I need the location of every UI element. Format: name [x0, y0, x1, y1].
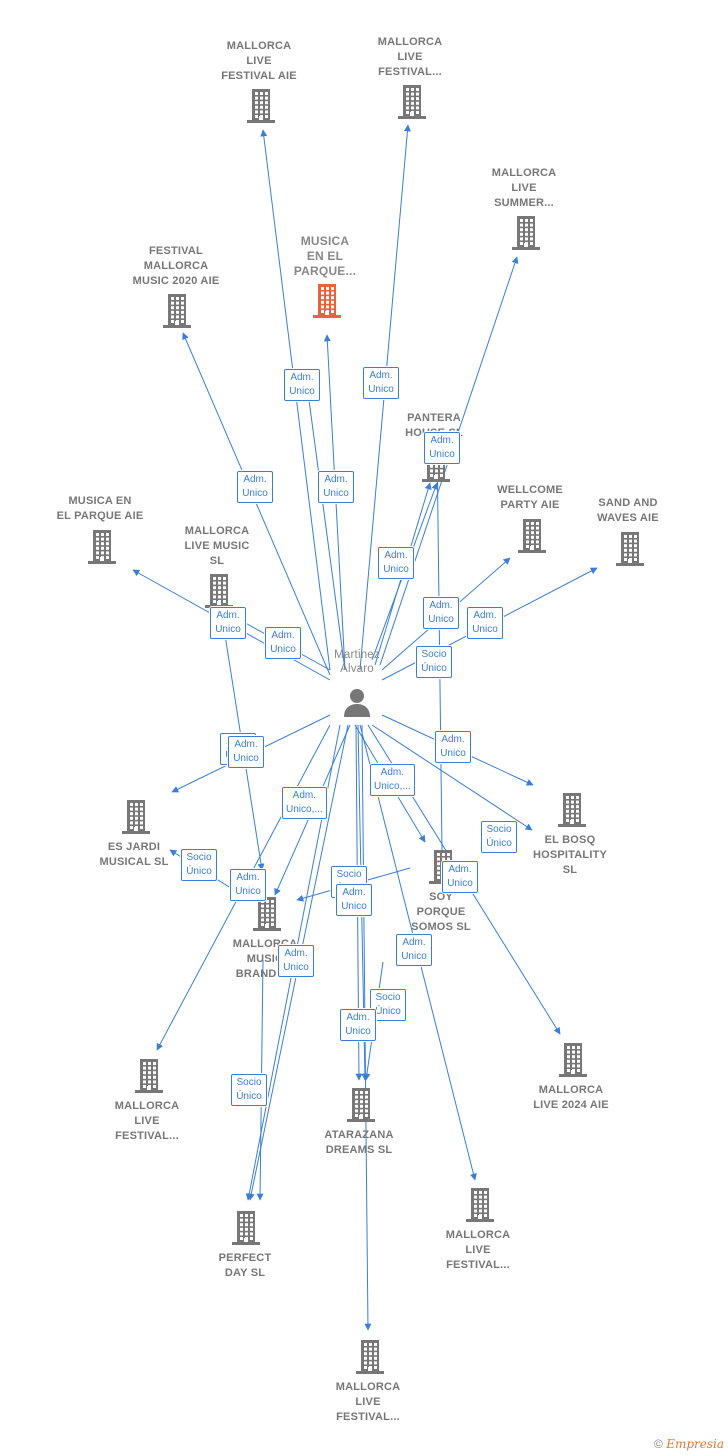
company-label[interactable]: MALLORCA LIVE FESTIVAL... — [377, 36, 443, 78]
company-label[interactable]: MALLORCA LIVE 2024 AIE — [533, 1084, 609, 1111]
edge-role-label: Socio Único — [481, 821, 517, 853]
edge-role-label: Adm. Unico — [237, 471, 273, 503]
company-label[interactable]: SOY PORQUE SOMOS SL — [411, 891, 471, 933]
company-label[interactable]: MALLORCA LIVE MUSIC SL — [184, 525, 250, 567]
building-icon[interactable] — [120, 799, 152, 840]
person-icon[interactable] — [341, 686, 373, 723]
edge-role-label: Adm. Unico — [378, 547, 414, 579]
company-label[interactable]: SAND AND WAVES AIE — [597, 497, 659, 524]
company-label[interactable]: FESTIVAL MALLORCA MUSIC 2020 AIE — [132, 245, 220, 287]
company-label[interactable]: MALLORCA LIVE SUMMER... — [491, 167, 557, 209]
building-icon[interactable] — [230, 1210, 262, 1251]
relationship-edge — [302, 369, 346, 671]
edge-role-label: Socio Único — [416, 646, 452, 678]
edge-role-label: Adm. Unico — [230, 869, 266, 901]
company-label[interactable]: EL BOSQ HOSPITALITY SL — [532, 834, 608, 876]
company-label[interactable]: MALLORCA LIVE FESTIVAL... — [335, 1381, 401, 1423]
edge-role-label: Adm. Unico — [210, 607, 246, 639]
copyright-symbol: © — [654, 1437, 663, 1451]
edge-role-label: Socio Único — [370, 989, 406, 1021]
company-label[interactable]: PERFECT DAY SL — [218, 1252, 272, 1279]
edge-role-label: Adm. Unico — [396, 934, 432, 966]
edge-role-label: Adm. Unico — [318, 471, 354, 503]
building-icon[interactable] — [614, 531, 646, 572]
company-label[interactable]: MALLORCA LIVE FESTIVAL... — [445, 1229, 511, 1271]
edge-role-label: Adm. Unico — [284, 369, 320, 401]
relationship-edge — [371, 724, 533, 831]
relationship-edge — [433, 439, 443, 851]
building-icon[interactable] — [86, 529, 118, 570]
company-label[interactable]: ATARAZANA DREAMS SL — [324, 1129, 394, 1156]
edge-role-label: Adm. Unico,... — [370, 764, 415, 796]
company-label[interactable]: MUSICA EN EL PARQUE... — [293, 234, 357, 278]
company-label[interactable]: WELLCOME PARTY AIE — [497, 484, 563, 511]
building-icon[interactable] — [311, 283, 343, 324]
edge-role-label: Socio Único — [231, 1074, 267, 1106]
edge-role-label: Adm. Unico — [336, 884, 372, 916]
company-label[interactable]: MALLORCA LIVE FESTIVAL AIE — [221, 40, 297, 82]
building-icon[interactable] — [245, 88, 277, 129]
building-icon[interactable] — [464, 1187, 496, 1228]
person-name[interactable]: Martinez Alvaro — [334, 649, 380, 675]
edge-role-label: Adm. Unico — [228, 736, 264, 768]
building-icon[interactable] — [345, 1087, 377, 1128]
edge-role-label: Adm. Unico — [423, 597, 459, 629]
edge-role-label: Adm. Unico — [363, 367, 399, 399]
building-icon[interactable] — [556, 792, 588, 833]
company-label[interactable]: MUSICA EN EL PARQUE AIE — [56, 495, 144, 522]
building-icon[interactable] — [161, 293, 193, 334]
footer: © Empresia — [654, 1437, 724, 1451]
edge-role-label: Adm. Unico — [435, 731, 471, 763]
building-icon[interactable] — [203, 573, 235, 614]
edge-role-label: Adm. Unico — [265, 627, 301, 659]
building-icon[interactable] — [396, 84, 428, 125]
brand-logo[interactable]: Empresia — [666, 1437, 724, 1451]
edge-role-label: Adm. Unico — [424, 432, 460, 464]
building-icon[interactable] — [354, 1339, 386, 1380]
edge-role-label: Adm. Unico — [467, 607, 503, 639]
edge-role-label: Socio Único — [181, 849, 217, 881]
edge-role-label: Adm. Unico — [278, 945, 314, 977]
edge-role-label: Adm. Unico — [340, 1009, 376, 1041]
building-icon[interactable] — [516, 518, 548, 559]
edge-role-label: Adm. Unico,... — [282, 787, 327, 819]
edge-role-label: Adm. Unico — [442, 861, 478, 893]
relationship-edge — [182, 332, 331, 676]
building-icon[interactable] — [133, 1058, 165, 1099]
building-icon[interactable] — [251, 896, 283, 937]
building-icon[interactable] — [557, 1042, 589, 1083]
building-icon[interactable] — [510, 215, 542, 256]
company-label[interactable]: MALLORCA LIVE FESTIVAL... — [114, 1100, 180, 1142]
company-label[interactable]: ES JARDI MUSICAL SL — [99, 841, 169, 868]
